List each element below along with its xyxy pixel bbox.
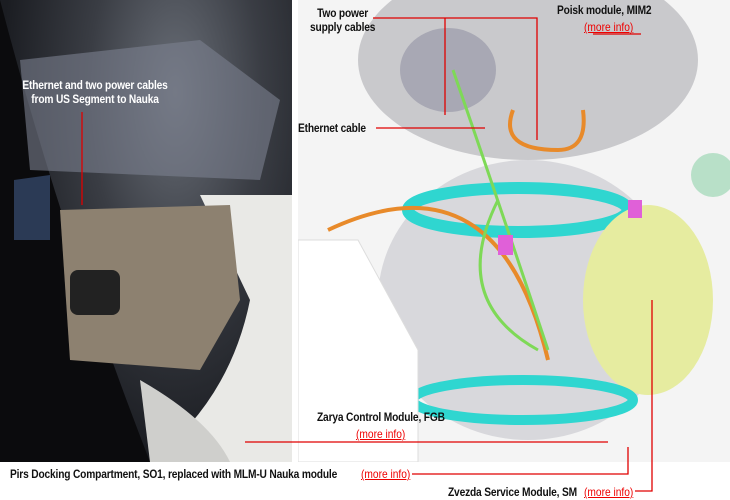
label-ethernet-cable: Ethernet cable bbox=[298, 121, 366, 135]
zarya-more-info-link[interactable]: (more info) bbox=[356, 427, 406, 441]
poisk-more-info-link[interactable]: (more info) bbox=[584, 20, 634, 34]
pirs-more-info-link[interactable]: (more info) bbox=[361, 467, 411, 481]
iss-3d-render bbox=[298, 0, 730, 462]
label-zarya: Zarya Control Module, FGB bbox=[317, 410, 445, 424]
label-zvezda: Zvezda Service Module, SM bbox=[448, 485, 577, 499]
iss-photo bbox=[0, 0, 292, 462]
render-shapes bbox=[298, 0, 730, 462]
zvezda-more-info-link[interactable]: (more info) bbox=[584, 485, 634, 499]
label-poisk: Poisk module, MIM2 bbox=[557, 3, 652, 17]
photo-shapes bbox=[0, 0, 292, 462]
label-pirs: Pirs Docking Compartment, SO1, replaced … bbox=[10, 467, 338, 481]
